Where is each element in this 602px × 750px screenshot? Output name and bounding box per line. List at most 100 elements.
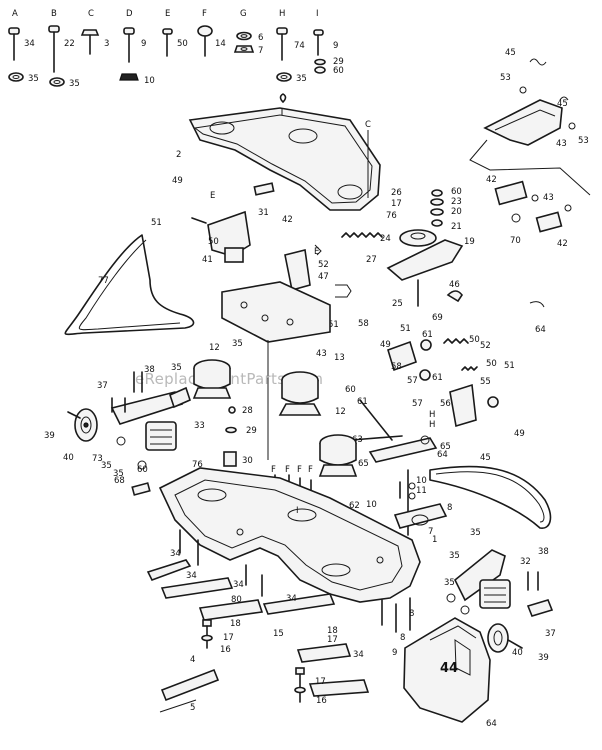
callout-39: 39 — [44, 431, 55, 441]
washer-g-icon — [236, 31, 252, 41]
nut-a-icon — [8, 72, 24, 82]
callout-68: 65 — [440, 442, 451, 452]
callout-40b: 40 — [512, 648, 523, 658]
spring-47b-icon — [559, 96, 569, 101]
hardware-letter-h: H — [279, 9, 285, 19]
callout-17b: 17 — [223, 633, 234, 643]
spindle-right-part — [318, 434, 358, 477]
nut-h-label: 35 — [296, 74, 307, 84]
callout-76: 77 — [98, 276, 109, 286]
bolt-f-label: 14 — [215, 39, 226, 49]
callout-37: 37 — [97, 381, 108, 391]
callout-53: 51 — [151, 218, 162, 228]
callout-36c: 35 — [449, 551, 460, 561]
hanger-plate-part — [221, 281, 331, 460]
callout-34c: 34 — [233, 580, 244, 590]
callout-27: 27 — [366, 255, 377, 265]
callout-33: 33 — [194, 421, 205, 431]
callout-34: 34 — [170, 549, 181, 559]
callout-62: 62 — [349, 501, 360, 511]
callout-35c: 35 — [470, 528, 481, 538]
washer-i-label: 29 — [333, 57, 344, 67]
nut-b-label: 35 — [69, 79, 80, 89]
bumper-31-icon — [253, 182, 275, 196]
callout-47b: 45 — [557, 99, 568, 109]
callout-7: 7 — [428, 527, 433, 537]
callout-66: 65 — [358, 459, 369, 469]
callout-f2: F — [285, 465, 290, 475]
callout-61c: 61 — [357, 397, 368, 407]
rod-56-icon — [335, 284, 352, 298]
callout-f1: F — [271, 465, 276, 475]
center-bracket-part — [284, 244, 322, 292]
spindle-center-part — [278, 371, 322, 416]
callout-4: 4 — [190, 655, 195, 665]
callout-57: 56 — [440, 399, 451, 409]
gauge-wheel-right-part — [446, 549, 554, 653]
callout-18: 18 — [230, 619, 241, 629]
callout-58: 57 — [407, 376, 418, 386]
callout-53c: 51 — [400, 324, 411, 334]
blade-bolt-left-icon — [201, 619, 213, 649]
callout-f4: F — [308, 465, 313, 475]
callout-c: C — [365, 120, 371, 130]
callout-35b: 35 — [113, 469, 124, 479]
callout-15: 15 — [273, 629, 284, 639]
callout-70: 69 — [432, 313, 443, 323]
callout-45b: 42 — [557, 239, 568, 249]
callout-80: 80 — [231, 595, 242, 605]
nut-g-label: 7 — [258, 46, 263, 56]
bolt-b-icon — [48, 25, 60, 73]
deck-pivot-part — [393, 482, 448, 529]
bolt-e-icon — [162, 28, 173, 57]
callout-10b: 10 — [366, 500, 377, 510]
callout-2: 2 — [176, 150, 181, 160]
callout-51: 49 — [172, 176, 183, 186]
callout-12: 12 — [209, 343, 220, 353]
callout-36: 35 — [232, 339, 243, 349]
callout-53d: 51 — [504, 361, 515, 371]
callout-35: 35 — [171, 363, 182, 373]
right-blade-part — [262, 593, 370, 697]
tension-spring-part — [341, 232, 383, 238]
discharge-chute-part — [403, 617, 491, 723]
callout-63: 64 — [486, 719, 497, 729]
nut-d-label: 10 — [144, 76, 155, 86]
callout-45: 42 — [486, 175, 497, 185]
callout-20: 20 — [451, 207, 462, 217]
callout-50: 47 — [318, 272, 329, 282]
nut-h-icon — [276, 72, 292, 82]
callout-36b: 35 — [101, 461, 112, 471]
callout-h1: H — [429, 410, 435, 420]
washer-g-label: 6 — [258, 33, 263, 43]
callout-52c: 50 — [486, 359, 497, 369]
lift-arm-part — [387, 339, 499, 428]
callout-61b: 61 — [432, 373, 443, 383]
hardware-letter-g: G — [240, 9, 247, 19]
callout-53b: 51 — [328, 320, 339, 330]
callout-12b: 12 — [335, 407, 346, 417]
callout-38: 38 — [144, 365, 155, 375]
callout-67: 64 — [535, 325, 546, 335]
callout-44: 43 — [556, 139, 567, 149]
callout-61: 61 — [422, 330, 433, 340]
callout-17c: 17 — [327, 635, 338, 645]
spring-54-icon — [443, 338, 469, 344]
callout-40: 40 — [63, 453, 74, 463]
hardware-letter-b: B — [51, 9, 57, 19]
callout-60: 60 — [451, 187, 462, 197]
bolt-a-icon — [8, 27, 20, 61]
blade-bolt-right-icon — [294, 667, 306, 703]
callout-35d: 35 — [444, 578, 455, 588]
callout-8c: 8 — [409, 609, 414, 619]
callout-31: 31 — [258, 208, 269, 218]
bolt-d-icon — [123, 27, 135, 63]
deflector-clip-part — [279, 93, 287, 103]
callout-17d: 17 — [315, 677, 326, 687]
callout-59: 58 — [358, 319, 369, 329]
callout-46: 46 — [449, 280, 460, 290]
pin-67-icon — [529, 301, 545, 308]
callout-38b: 38 — [538, 547, 549, 557]
bolt-f-icon — [197, 25, 213, 57]
